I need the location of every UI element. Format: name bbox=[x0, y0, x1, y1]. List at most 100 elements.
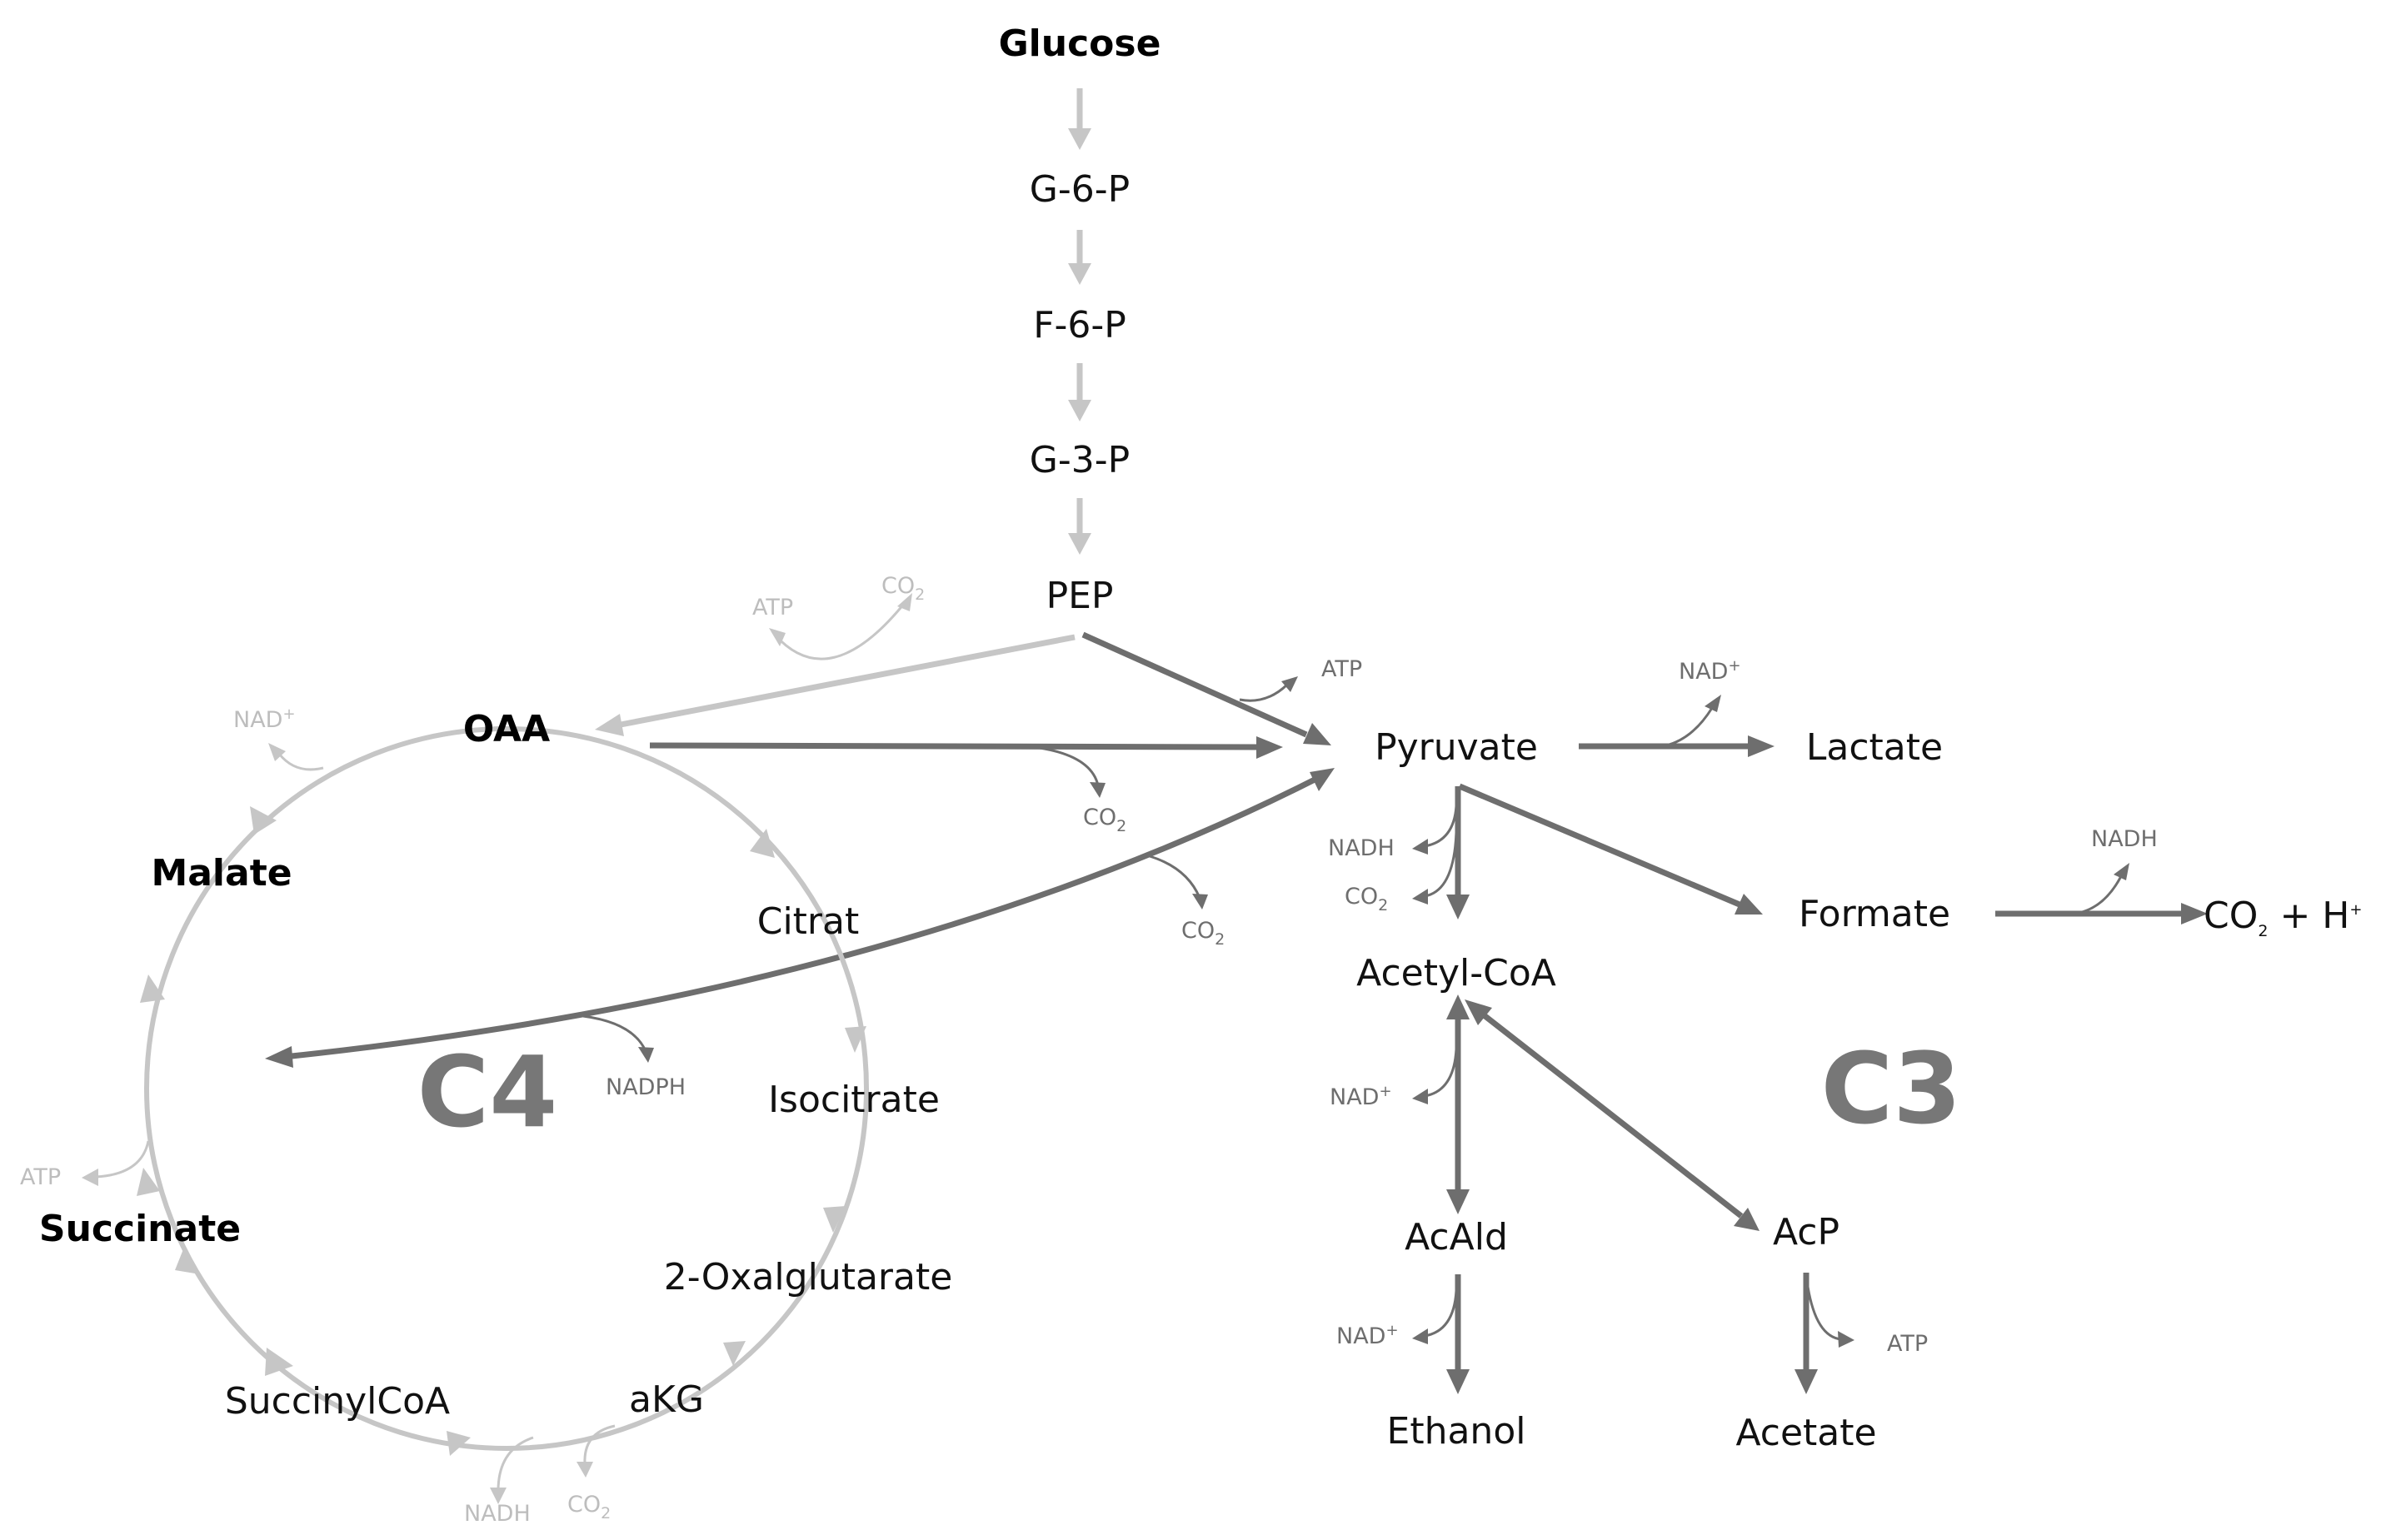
arrowhead bbox=[1412, 839, 1428, 855]
cofactor-arc-atp-succinate bbox=[95, 1140, 150, 1179]
region-label-c4: C4 bbox=[417, 1034, 558, 1149]
cofactor-arc-co2-long bbox=[1149, 855, 1201, 899]
arrowhead bbox=[1281, 676, 1298, 692]
metabolite-akg: aKG bbox=[629, 1378, 704, 1421]
cofactor-nad-acald: NAD+ bbox=[1330, 1083, 1392, 1110]
cofactor-co2-oaa-pyr: CO2 bbox=[1083, 805, 1126, 835]
cofactor-arc-co2-akg bbox=[583, 1424, 616, 1465]
cycle-circle bbox=[144, 726, 869, 1451]
arrowhead bbox=[2114, 863, 2129, 880]
arrowhead bbox=[1446, 1369, 1470, 1394]
arrowhead bbox=[1735, 894, 1763, 915]
metabolite-acald: AcAld bbox=[1405, 1216, 1508, 1258]
cofactor-atp-succinate: ATP bbox=[20, 1164, 61, 1190]
arrow-pyruvate-formate bbox=[1458, 783, 1741, 908]
arrowhead bbox=[845, 1026, 866, 1053]
arrowhead bbox=[175, 1245, 200, 1274]
arrowhead bbox=[1465, 999, 1492, 1025]
cofactor-arc-nad-ethanol bbox=[1424, 1290, 1458, 1338]
arrow-pep-oaa bbox=[620, 634, 1076, 728]
cofactor-arc-pep-oaa bbox=[773, 603, 906, 660]
arrow-acetylcoa-acp bbox=[1480, 1012, 1744, 1219]
arrowhead bbox=[1412, 889, 1428, 905]
arrowhead bbox=[250, 806, 277, 835]
arrowhead bbox=[2181, 903, 2208, 924]
arrowhead bbox=[447, 1431, 471, 1456]
cofactor-nadh-succcoa: NADH bbox=[464, 1501, 531, 1527]
cofactor-nad-lactate: NAD+ bbox=[1679, 657, 1741, 685]
arrowhead bbox=[82, 1169, 98, 1186]
metabolite-labels: Glucose G-6-P F-6-P G-3-P PEP Pyruvate L… bbox=[39, 22, 2363, 1454]
metabolite-succinylcoa: SuccinylCoA bbox=[225, 1380, 450, 1423]
arrowhead bbox=[137, 1168, 160, 1196]
cofactor-co2-pep-oaa: CO2 bbox=[881, 573, 925, 604]
arrowhead bbox=[1838, 1331, 1854, 1348]
arrowhead bbox=[897, 593, 912, 611]
arrow-pep-pyruvate bbox=[1081, 631, 1308, 738]
cofactor-atp-pyruvate: ATP bbox=[1321, 656, 1362, 682]
cofactor-co2-long: CO2 bbox=[1181, 918, 1225, 949]
arrowhead bbox=[769, 628, 786, 646]
arrowhead bbox=[265, 1348, 293, 1376]
metabolite-acp: AcP bbox=[1773, 1211, 1839, 1253]
metabolite-succinate: Succinate bbox=[39, 1208, 241, 1250]
cofactor-arc-atp-acetate bbox=[1806, 1286, 1842, 1341]
cofactor-nadh-formate: NADH bbox=[2091, 826, 2158, 852]
cofactor-arc-nadh-pyr bbox=[1424, 805, 1458, 848]
arrowhead bbox=[1256, 736, 1283, 759]
arrowhead bbox=[268, 743, 286, 761]
arrowhead bbox=[140, 974, 165, 1003]
metabolite-g6p: G-6-P bbox=[1030, 168, 1130, 211]
cofactor-labels: ATP NAD+ NADH CO2 CO2 NADPH NADH CO2 NAD… bbox=[20, 573, 2158, 1527]
cofactor-co2-pyr: CO2 bbox=[1345, 884, 1388, 915]
cofactor-nadh-pyr: NADH bbox=[1328, 835, 1395, 861]
metabolite-glucose: Glucose bbox=[999, 22, 1161, 65]
arrowhead bbox=[1734, 1208, 1760, 1231]
arrowhead bbox=[1446, 1189, 1470, 1214]
arrowhead bbox=[1412, 1328, 1428, 1344]
arrowhead bbox=[1310, 768, 1335, 791]
cofactor-atp-pep-oaa: ATP bbox=[752, 595, 793, 620]
arrowhead bbox=[723, 1341, 746, 1366]
edges bbox=[82, 88, 2208, 1504]
arrowhead bbox=[1446, 994, 1470, 1019]
arrowhead bbox=[490, 1488, 507, 1504]
metabolite-formate: Formate bbox=[1799, 893, 1950, 935]
cofactor-arc-nadh-succcoa bbox=[497, 1436, 534, 1492]
metabolite-acetyl-coa: Acetyl-CoA bbox=[1356, 952, 1556, 994]
metabolite-citrat: Citrat bbox=[757, 900, 860, 943]
arrowhead bbox=[1303, 723, 1331, 745]
cofactor-arc-nadh-formate bbox=[2074, 875, 2123, 915]
arrowhead bbox=[1748, 735, 1775, 757]
arrow-pyruvate-cycle bbox=[291, 771, 1326, 1059]
arrowhead bbox=[1705, 695, 1721, 712]
arrowhead bbox=[1068, 128, 1091, 150]
metabolite-g3p: G-3-P bbox=[1030, 439, 1130, 481]
arrowhead bbox=[265, 1046, 293, 1068]
arrowhead bbox=[638, 1047, 654, 1063]
cofactor-nadph: NADPH bbox=[606, 1074, 686, 1100]
region-label-c3: C3 bbox=[1821, 1031, 1962, 1146]
cofactor-nad-ethanol: NAD+ bbox=[1336, 1322, 1399, 1349]
arrowhead bbox=[1795, 1369, 1818, 1394]
arrowhead bbox=[1068, 400, 1091, 421]
arrowhead bbox=[1446, 895, 1470, 920]
cofactor-arc-nad-acald bbox=[1424, 1049, 1458, 1098]
cofactor-arc-atp-pep bbox=[1239, 683, 1289, 702]
cofactor-arc-nad-malate bbox=[277, 753, 324, 771]
arrowhead bbox=[1068, 263, 1091, 285]
arrowhead bbox=[1068, 533, 1091, 555]
metabolite-malate: Malate bbox=[151, 852, 292, 895]
metabolite-oaa: OAA bbox=[463, 708, 550, 750]
arrowhead bbox=[1192, 894, 1208, 910]
cofactor-arc-oaa-pyr bbox=[1039, 746, 1100, 786]
cofactor-arc-nadph bbox=[582, 1014, 647, 1052]
arrowhead bbox=[750, 829, 775, 858]
cofactor-nad-malate: NAD+ bbox=[233, 705, 296, 733]
metabolite-f6p: F-6-P bbox=[1033, 304, 1126, 346]
cofactor-co2-akg: CO2 bbox=[567, 1492, 611, 1523]
cofactor-arc-co2-pyr bbox=[1424, 832, 1458, 898]
metabolite-pep: PEP bbox=[1046, 575, 1114, 617]
metabolite-lactate: Lactate bbox=[1806, 726, 1943, 769]
